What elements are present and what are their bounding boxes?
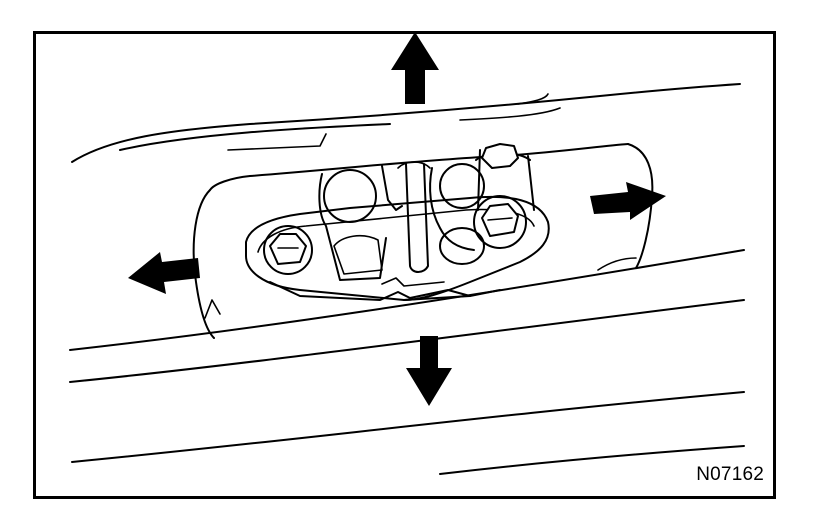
arrow-down: [406, 336, 452, 406]
upper-panel: [71, 83, 741, 339]
figure-code: N07162: [696, 464, 764, 485]
figure-border: [33, 31, 776, 499]
left-bolt: [263, 225, 313, 275]
arrow-right: [590, 182, 666, 220]
arrow-up: [391, 32, 439, 104]
hood-latch-assembly: [245, 143, 550, 301]
right-bolt: [473, 195, 527, 249]
front-body-panel: [69, 249, 745, 475]
arrow-left: [128, 252, 200, 294]
